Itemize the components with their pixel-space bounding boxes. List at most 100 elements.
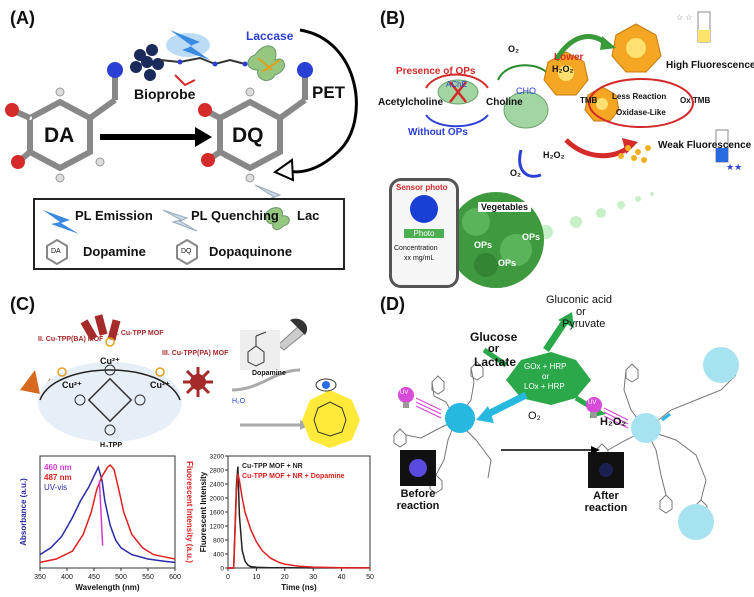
sensor-phone: Sensor photo Photo Concentration xx mg/m… xyxy=(389,178,459,288)
chart1-xtick-label: 600 xyxy=(169,574,181,581)
chart2-xtick-label: 0 xyxy=(226,574,230,581)
bioprobe-label: Bioprobe xyxy=(134,86,196,102)
nanoparticle-before xyxy=(445,403,475,433)
chart2-ylabel: Fluorescent Intensity xyxy=(199,471,208,552)
pet-label: PET xyxy=(312,83,346,102)
h2o2-bottom-label: H₂O₂ xyxy=(543,150,565,160)
chart2-xtick-label: 40 xyxy=(338,574,346,581)
pyruvate-label: Pyruvate xyxy=(562,318,606,330)
vegetables-label: Vegetables xyxy=(478,202,532,212)
test-tube-high: ☆ ☆ xyxy=(676,11,711,43)
panel-d-label: (D) xyxy=(380,294,405,314)
legend-pl-emission: PL Emission xyxy=(75,208,153,223)
pl-emission-icon xyxy=(166,30,210,60)
chart1-legend-2: UV-vis xyxy=(44,483,67,492)
chart2-xlabel: Time (ns) xyxy=(281,583,317,592)
chart2-xtick-label: 10 xyxy=(253,574,261,581)
less-reaction-label: Less Reaction xyxy=(612,92,667,101)
h2o2-top-label: H₂O₂ xyxy=(552,64,574,74)
mof-nanozyme-high xyxy=(611,23,662,73)
panel-d-graphics xyxy=(393,312,739,540)
dq-label: DQ xyxy=(232,124,264,147)
pet-arrow xyxy=(284,28,358,174)
gox-label: GOx + HRP xyxy=(524,362,567,371)
chart1-legend-1: 487 nm xyxy=(44,473,72,482)
lactate-label: Lactate xyxy=(474,355,517,369)
cutpp-ba-label: II. Cu-TPP(BA) MOF xyxy=(38,336,104,343)
da-molecule xyxy=(5,62,123,183)
panel-c: (C) xyxy=(0,290,376,597)
ops-label-2: OPs xyxy=(522,232,541,242)
light-trail xyxy=(539,192,654,239)
o2-top-label: O₂ xyxy=(508,44,519,54)
cutpp-pa-label: III. Cu-TPP(PA) MOF xyxy=(162,350,229,357)
ops-label-3: OPs xyxy=(498,258,517,268)
glucose-label: Glucose xyxy=(470,330,518,344)
chart1-legend-0: 460 nm xyxy=(44,463,72,472)
o2-bottom-label: O₂ xyxy=(510,168,521,178)
chart1-xtick-label: 550 xyxy=(142,574,154,581)
panel-a: (A) xyxy=(0,0,376,290)
chart2-xtick-label: 20 xyxy=(281,574,289,581)
enzyme-star xyxy=(506,352,591,405)
chart2-legend-0: Cu-TPP MOF + NR xyxy=(242,463,303,470)
chart1-frame xyxy=(39,455,176,569)
panel-c-scheme xyxy=(20,314,360,448)
panel-d: (D) xyxy=(376,290,754,597)
chart2-series-1 xyxy=(228,473,371,569)
weak-fl-label: Weak Fluorescence xyxy=(658,140,752,151)
uv-label-1: UV xyxy=(400,390,409,396)
or-label-2: or xyxy=(576,306,586,318)
chart1-ylabel-right: Fluorescent Intensity (a.u.) xyxy=(185,461,194,563)
concentration-label: Concentration xyxy=(394,245,438,252)
chart2-xtick-label: 30 xyxy=(309,574,317,581)
nanoparticle-after-bottom xyxy=(678,504,714,540)
chart2-ytick-label: 800 xyxy=(213,538,224,545)
fluorescent-product-icon xyxy=(302,390,360,448)
cu2-right: Cu²⁺ xyxy=(150,380,170,390)
oxidase-like-label: Oxidase-Like xyxy=(616,108,666,117)
before-label: Before reaction xyxy=(396,488,440,512)
chart1-xtick-label: 350 xyxy=(34,574,46,581)
panel-b: (B) xyxy=(376,0,754,290)
svg-text:☆ ☆: ☆ ☆ xyxy=(676,13,693,22)
chart1-xtick-label: 400 xyxy=(61,574,73,581)
chart2-legend-1: Cu-TPP MOF + NR + Dopamine xyxy=(242,473,345,480)
chart1-marker-line xyxy=(98,480,104,546)
or-label-1: or xyxy=(488,343,499,355)
gluconic-label: Gluconic acid xyxy=(546,294,613,306)
after-label: After reaction xyxy=(584,490,628,514)
high-fl-label: High Fluorescence xyxy=(666,60,754,71)
legend-da-small: DA xyxy=(51,248,61,255)
panel-a-graphics xyxy=(5,28,358,211)
chart2-series-0 xyxy=(228,466,370,569)
chart2-ytick-label: 2800 xyxy=(210,468,225,475)
photo-button[interactable]: Photo xyxy=(404,229,444,238)
panel-b-graphics: ☆ ☆ ★★ xyxy=(425,11,742,288)
cu2-left: Cu²⁺ xyxy=(62,380,82,390)
mof-nanozyme-top xyxy=(543,51,589,96)
chart1-xtick-label: 450 xyxy=(88,574,100,581)
svg-text:★★: ★★ xyxy=(726,162,742,172)
uv-bulb-right xyxy=(586,397,629,429)
da-label: DA xyxy=(44,124,75,147)
eye-icon xyxy=(315,378,337,392)
chart2-ytick-label: 2400 xyxy=(210,482,225,489)
laccase-label: Laccase xyxy=(246,29,294,43)
legend-dopaquinone: Dopaquinone xyxy=(209,244,293,259)
chart1-ylabel-left: Absorbance (a.u.) xyxy=(19,478,28,546)
tmb-label: TMB xyxy=(580,96,598,105)
chart1-series-1 xyxy=(39,463,176,564)
panel-a-legend: PL Emission PL Quenching Lac DA DQ Dopam… xyxy=(33,198,345,270)
uv-label-2: UV xyxy=(588,400,597,406)
lower-label: Lower xyxy=(554,52,584,63)
chart2-ytick-label: 0 xyxy=(220,566,224,573)
choline-label: Choline xyxy=(486,97,523,108)
spiky-mof-icon xyxy=(183,367,213,397)
sensor-photo-label: Sensor photo xyxy=(396,183,448,192)
chart2-ytick-label: 400 xyxy=(213,552,224,559)
legend-dq-small: DQ xyxy=(181,248,192,255)
bioprobe-icon xyxy=(130,44,248,87)
